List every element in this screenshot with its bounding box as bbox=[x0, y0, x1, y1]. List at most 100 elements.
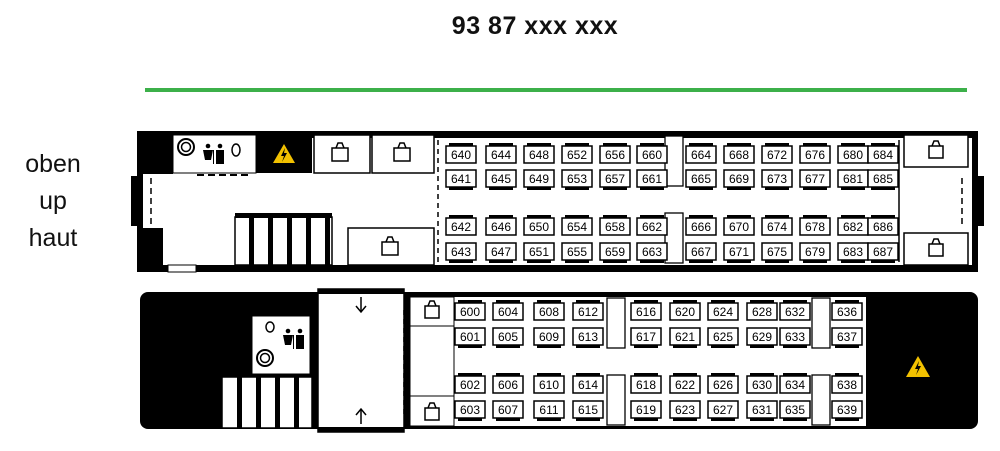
seat-678[interactable]: 678 bbox=[799, 215, 831, 236]
seat-637[interactable]: 637 bbox=[831, 327, 863, 348]
seat-638[interactable]: 638 bbox=[831, 373, 863, 394]
seat-609[interactable]: 609 bbox=[533, 327, 565, 348]
seat-685[interactable]: 685 bbox=[867, 169, 899, 190]
seat-613[interactable]: 613 bbox=[572, 327, 604, 348]
seat-621[interactable]: 621 bbox=[669, 327, 701, 348]
seat-642[interactable]: 642 bbox=[445, 215, 477, 236]
seat-636[interactable]: 636 bbox=[831, 300, 863, 321]
seat-626[interactable]: 626 bbox=[707, 373, 739, 394]
seat-665[interactable]: 665 bbox=[685, 169, 717, 190]
seat-643[interactable]: 643 bbox=[445, 242, 477, 263]
seat-668[interactable]: 668 bbox=[723, 143, 755, 164]
seat-615[interactable]: 615 bbox=[572, 400, 604, 421]
seat-635[interactable]: 635 bbox=[779, 400, 811, 421]
seat-683[interactable]: 683 bbox=[837, 242, 869, 263]
seat-650[interactable]: 650 bbox=[523, 215, 555, 236]
seat-number: 676 bbox=[805, 148, 825, 162]
seat-604[interactable]: 604 bbox=[492, 300, 524, 321]
seat-663[interactable]: 663 bbox=[636, 242, 668, 263]
seat-671[interactable]: 671 bbox=[723, 242, 755, 263]
seat-676[interactable]: 676 bbox=[799, 143, 831, 164]
seat-681[interactable]: 681 bbox=[837, 169, 869, 190]
seat-646[interactable]: 646 bbox=[485, 215, 517, 236]
seat-641[interactable]: 641 bbox=[445, 169, 477, 190]
seat-652[interactable]: 652 bbox=[561, 143, 593, 164]
seat-653[interactable]: 653 bbox=[561, 169, 593, 190]
seat-625[interactable]: 625 bbox=[707, 327, 739, 348]
seat-607[interactable]: 607 bbox=[492, 400, 524, 421]
seat-648[interactable]: 648 bbox=[523, 143, 555, 164]
seat-603[interactable]: 603 bbox=[454, 400, 486, 421]
seat-624[interactable]: 624 bbox=[707, 300, 739, 321]
seat-number: 613 bbox=[578, 330, 598, 344]
seat-number: 670 bbox=[729, 220, 749, 234]
car-number-title: 93 87 xxx xxx bbox=[451, 12, 619, 40]
seat-633[interactable]: 633 bbox=[779, 327, 811, 348]
seat-658[interactable]: 658 bbox=[599, 215, 631, 236]
seat-654[interactable]: 654 bbox=[561, 215, 593, 236]
seat-number: 683 bbox=[843, 245, 863, 259]
seat-647[interactable]: 647 bbox=[485, 242, 517, 263]
seat-672[interactable]: 672 bbox=[761, 143, 793, 164]
seat-610[interactable]: 610 bbox=[533, 373, 565, 394]
seat-619[interactable]: 619 bbox=[630, 400, 662, 421]
seat-659[interactable]: 659 bbox=[599, 242, 631, 263]
seat-674[interactable]: 674 bbox=[761, 215, 793, 236]
seat-670[interactable]: 670 bbox=[723, 215, 755, 236]
seat-669[interactable]: 669 bbox=[723, 169, 755, 190]
seat-631[interactable]: 631 bbox=[746, 400, 778, 421]
seat-612[interactable]: 612 bbox=[572, 300, 604, 321]
seat-660[interactable]: 660 bbox=[636, 143, 668, 164]
seat-677[interactable]: 677 bbox=[799, 169, 831, 190]
seat-number: 622 bbox=[675, 378, 695, 392]
seat-666[interactable]: 666 bbox=[685, 215, 717, 236]
seat-682[interactable]: 682 bbox=[837, 215, 869, 236]
accent-divider-line bbox=[145, 88, 967, 92]
seat-622[interactable]: 622 bbox=[669, 373, 701, 394]
seat-639[interactable]: 639 bbox=[831, 400, 863, 421]
seat-628[interactable]: 628 bbox=[746, 300, 778, 321]
seat-number: 641 bbox=[451, 172, 471, 186]
seat-602[interactable]: 602 bbox=[454, 373, 486, 394]
seat-605[interactable]: 605 bbox=[492, 327, 524, 348]
seat-662[interactable]: 662 bbox=[636, 215, 668, 236]
seat-600[interactable]: 600 bbox=[454, 300, 486, 321]
seat-687[interactable]: 687 bbox=[867, 242, 899, 263]
seat-630[interactable]: 630 bbox=[746, 373, 778, 394]
seat-657[interactable]: 657 bbox=[599, 169, 631, 190]
luggage-rack bbox=[347, 227, 435, 266]
seat-656[interactable]: 656 bbox=[599, 143, 631, 164]
seat-640[interactable]: 640 bbox=[445, 143, 477, 164]
seat-661[interactable]: 661 bbox=[636, 169, 668, 190]
seat-644[interactable]: 644 bbox=[485, 143, 517, 164]
seat-673[interactable]: 673 bbox=[761, 169, 793, 190]
seat-629[interactable]: 629 bbox=[746, 327, 778, 348]
seat-number: 668 bbox=[729, 148, 749, 162]
seat-634[interactable]: 634 bbox=[779, 373, 811, 394]
seat-606[interactable]: 606 bbox=[492, 373, 524, 394]
seat-608[interactable]: 608 bbox=[533, 300, 565, 321]
seat-679[interactable]: 679 bbox=[799, 242, 831, 263]
seat-614[interactable]: 614 bbox=[572, 373, 604, 394]
seat-651[interactable]: 651 bbox=[523, 242, 555, 263]
level-label-fr: haut bbox=[28, 224, 78, 252]
seat-627[interactable]: 627 bbox=[707, 400, 739, 421]
seat-611[interactable]: 611 bbox=[533, 400, 565, 421]
seat-649[interactable]: 649 bbox=[523, 169, 555, 190]
seat-616[interactable]: 616 bbox=[630, 300, 662, 321]
seat-667[interactable]: 667 bbox=[685, 242, 717, 263]
seat-664[interactable]: 664 bbox=[685, 143, 717, 164]
seat-684[interactable]: 684 bbox=[867, 143, 899, 164]
seat-623[interactable]: 623 bbox=[669, 400, 701, 421]
seat-601[interactable]: 601 bbox=[454, 327, 486, 348]
seat-617[interactable]: 617 bbox=[630, 327, 662, 348]
seat-686[interactable]: 686 bbox=[867, 215, 899, 236]
seat-675[interactable]: 675 bbox=[761, 242, 793, 263]
seat-655[interactable]: 655 bbox=[561, 242, 593, 263]
seat-618[interactable]: 618 bbox=[630, 373, 662, 394]
seat-680[interactable]: 680 bbox=[837, 143, 869, 164]
high-voltage-warning-icon bbox=[906, 356, 930, 377]
seat-632[interactable]: 632 bbox=[779, 300, 811, 321]
seat-645[interactable]: 645 bbox=[485, 169, 517, 190]
seat-620[interactable]: 620 bbox=[669, 300, 701, 321]
